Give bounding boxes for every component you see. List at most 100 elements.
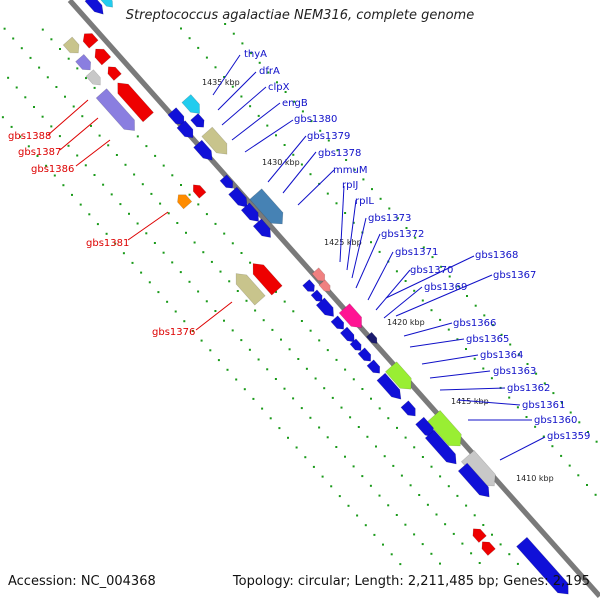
callout-line — [375, 269, 411, 311]
tick-mark — [344, 212, 347, 214]
gene-label: gbs1366 — [453, 318, 496, 329]
tick-mark — [577, 474, 580, 477]
tick-mark — [261, 407, 264, 410]
tick-mark — [223, 232, 226, 235]
tick-mark — [323, 387, 326, 390]
tick-mark — [309, 416, 312, 419]
tick-mark — [275, 134, 277, 137]
tick-mark — [185, 231, 187, 234]
callout-line — [267, 135, 307, 183]
tick-mark — [447, 485, 450, 488]
gene-arrow — [190, 113, 205, 128]
gene-label: gbs1386 — [31, 164, 74, 175]
tick-mark — [197, 203, 200, 206]
tick-mark — [85, 77, 87, 80]
callout-line — [395, 274, 493, 317]
tick-mark — [226, 368, 229, 371]
gene-arrow — [181, 94, 200, 114]
tick-mark — [136, 135, 139, 138]
tick-mark — [395, 514, 398, 516]
tick-mark — [552, 392, 555, 395]
gene-label: gbs1372 — [381, 229, 424, 240]
tick-mark — [81, 115, 84, 118]
tick-mark — [387, 504, 390, 507]
gene-label: gbs1362 — [507, 383, 550, 394]
tick-mark — [373, 533, 376, 536]
tick-mark — [421, 456, 424, 458]
tick-mark — [344, 455, 346, 458]
tick-mark — [266, 124, 269, 127]
callout-line — [282, 151, 317, 194]
tick-mark — [404, 280, 407, 282]
tick-mark — [50, 38, 53, 41]
tick-mark — [36, 155, 39, 157]
tick-mark — [595, 440, 598, 443]
tick-mark — [283, 300, 286, 303]
tick-mark — [369, 484, 372, 487]
tick-mark — [266, 368, 269, 371]
tick-mark — [399, 563, 402, 566]
gene-label: gbs1376 — [152, 327, 195, 338]
tick-mark — [319, 129, 322, 132]
gene-label: rpIL — [355, 196, 374, 207]
gene-label: gbs1367 — [493, 270, 536, 281]
tick-mark — [236, 290, 239, 292]
tick-mark — [344, 368, 347, 371]
callout-line — [47, 99, 89, 136]
tick-mark — [300, 163, 303, 166]
callout-line — [355, 233, 381, 289]
gene-arrow — [338, 303, 362, 329]
tick-mark — [67, 57, 70, 60]
tick-mark — [378, 407, 381, 410]
gene-arrow — [330, 315, 345, 330]
callout-line — [421, 354, 479, 365]
backbone-highlight — [72, 0, 600, 593]
tick-mark — [197, 290, 200, 293]
tick-mark — [404, 523, 407, 526]
tick-mark — [274, 378, 277, 380]
tick-mark — [292, 397, 295, 400]
tick-mark — [440, 265, 443, 268]
tick-mark — [422, 246, 425, 249]
tick-mark — [312, 465, 315, 468]
callout-line — [385, 255, 475, 299]
tick-mark — [76, 154, 79, 157]
gene-arrow — [311, 267, 326, 282]
gene-label: gbs1387 — [18, 147, 61, 158]
tick-mark — [405, 227, 408, 229]
tick-mark — [188, 193, 191, 196]
genome-title: Streptococcus agalactiae NEM316, complet… — [125, 8, 475, 23]
tick-mark — [245, 299, 248, 302]
tick-mark — [27, 145, 30, 148]
gene-label: gbs1369 — [424, 282, 467, 293]
gene-label: gbs1378 — [318, 148, 361, 159]
gene-arrow — [252, 218, 271, 238]
callout-line — [346, 199, 357, 271]
gene-arrow — [95, 88, 135, 132]
tick-mark — [587, 431, 589, 433]
tick-mark — [447, 328, 450, 331]
callout-line — [217, 71, 257, 111]
gene-features — [62, 0, 569, 595]
tick-mark — [331, 396, 334, 399]
tick-mark — [413, 533, 416, 536]
tick-mark — [33, 106, 35, 108]
tick-mark — [309, 329, 312, 332]
tick-mark — [356, 514, 359, 517]
tick-mark — [38, 66, 41, 69]
tick-mark — [119, 203, 122, 206]
tick-mark — [561, 401, 563, 404]
tick-mark — [456, 494, 459, 497]
gene-label: gbs1381 — [86, 238, 129, 249]
gene-arrow — [349, 338, 362, 351]
gene-arrow — [457, 462, 490, 498]
tick-mark — [15, 86, 18, 89]
tick-mark — [249, 261, 252, 264]
tick-mark — [452, 532, 455, 535]
tick-mark — [157, 291, 160, 294]
gene-arrow — [472, 528, 487, 543]
tick-mark — [217, 359, 220, 362]
tick-mark — [444, 523, 447, 526]
tick-mark — [53, 174, 56, 177]
